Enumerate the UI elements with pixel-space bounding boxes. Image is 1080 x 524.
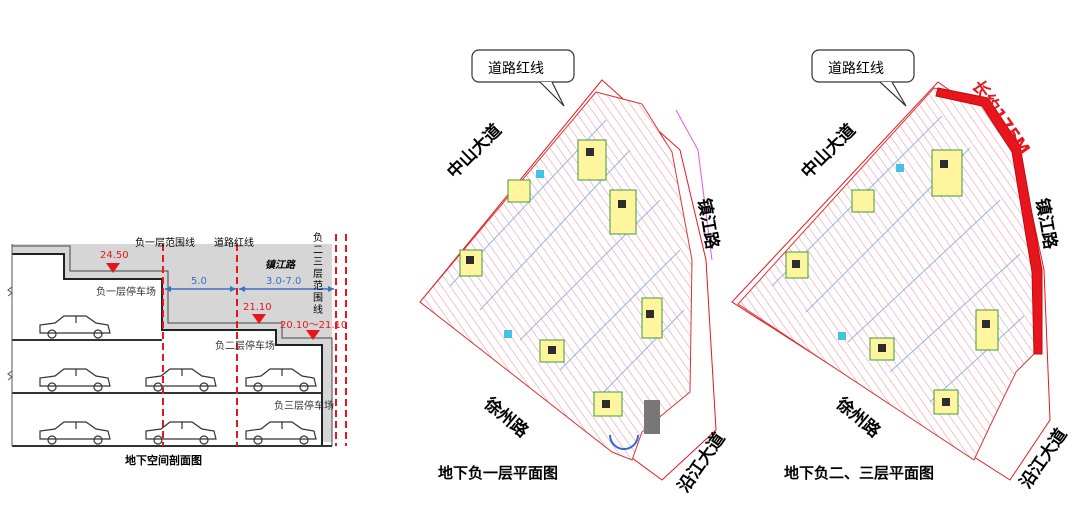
shaft-2-1 [792, 260, 800, 268]
shaft-2-4 [878, 344, 886, 352]
core-2 [507, 179, 531, 203]
aisle-2-5 [929, 315, 1025, 403]
callout-text-2: 道路红线 [828, 61, 884, 77]
ground-fill [12, 244, 332, 442]
shaft-1 [466, 256, 474, 264]
section-title: 地下空间剖面图 [125, 454, 202, 467]
break-mark-1 [7, 286, 13, 297]
shaft-5 [548, 346, 556, 354]
core-2-2 [851, 189, 875, 213]
section-diagram: 负一层范围线 道路红线 负二三层范围线 镇江路 5.0 3.0-7.0 24.5… [0, 0, 360, 524]
car-b2-1 [39, 368, 111, 392]
label-road-zhenjiang: 镇江路 [265, 260, 295, 271]
aisle-2-4 [889, 253, 1021, 373]
shaft-2-2 [940, 160, 948, 168]
car-b3-1 [39, 421, 111, 445]
cyan-room-2-2 [896, 164, 904, 172]
floor-b3-label: 负三层停车场 [274, 401, 334, 412]
elevation-1: 24.50 [100, 250, 129, 261]
shaft-3 [618, 200, 626, 208]
core-2-3 [931, 149, 963, 197]
aisle-4 [559, 249, 681, 371]
plan-b2-drawing [731, 49, 1051, 481]
elevation-2: 21.10 [243, 302, 272, 313]
car-b1-1 [39, 315, 111, 339]
east-road-line [675, 109, 713, 261]
cyan-room-1 [536, 170, 544, 178]
label-b1-boundary: 负一层范围线 [135, 238, 195, 249]
aisle-2-3 [847, 199, 1001, 343]
callout-tail-2 [879, 81, 907, 107]
cyan-room-2 [504, 330, 512, 338]
elevation-marker-3 [306, 330, 320, 340]
wall-175m [935, 87, 1043, 355]
car-b2-3 [245, 368, 317, 392]
plan-b1: 道路红线 中山大道 镇江路 徐州路 沿江大道 地下负一层平面图 [380, 40, 740, 510]
floor-b1-label: 负一层停车场 [96, 287, 156, 298]
section-drawing [7, 234, 347, 447]
shaft-2-5 [942, 398, 950, 406]
shaft-2-3 [982, 320, 990, 328]
shaft-4 [646, 310, 654, 318]
ramp [609, 434, 639, 450]
dim-3-7-head-left [239, 286, 245, 292]
break-mark-2 [7, 370, 13, 381]
dim-5-head-left [165, 286, 171, 292]
cyan-room-2-1 [838, 332, 846, 340]
callout-text: 道路红线 [488, 61, 544, 77]
aisle-3 [519, 199, 661, 341]
structure-outline [12, 253, 323, 446]
floor-b2-label: 负二层停车场 [215, 341, 275, 352]
structure-outline-outer [12, 245, 333, 446]
plan-b1-title: 地下负一层平面图 [438, 464, 559, 482]
elevation-3: 20.10～21.10 [280, 320, 348, 331]
ramp-entry [644, 400, 660, 434]
dim-5: 5.0 [191, 276, 207, 287]
callout-box [471, 49, 575, 83]
car-b2-2 [145, 368, 217, 392]
core-2-4 [975, 309, 999, 351]
aisle-5 [595, 309, 685, 401]
dim-3-7: 3.0-7.0 [266, 276, 302, 287]
road-red-line-2 [731, 81, 1051, 481]
callout-box-2 [811, 49, 915, 83]
elevation-marker-2 [252, 314, 266, 324]
label-red-line: 道路红线 [214, 238, 254, 249]
core-4 [609, 189, 637, 235]
site-footprint-2 [737, 87, 1037, 461]
plan-b2-title: 地下负二、三层平面图 [784, 464, 935, 482]
core-3 [577, 139, 607, 181]
plan-b2-b3: 道路红线 长约175M 中山大道 镇江路 徐州路 沿江大道 地下负二、三层平面图 [720, 40, 1080, 510]
car-b3-2 [145, 421, 217, 445]
plan-b1-drawing [419, 49, 717, 481]
car-b3-3 [245, 421, 317, 445]
dim-5-head-right [230, 286, 236, 292]
elevation-marker-1 [106, 263, 120, 273]
label-b23-boundary: 负二三层范围线 [313, 233, 323, 316]
shaft-2 [586, 148, 594, 156]
callout-tail [539, 81, 565, 107]
shaft-6 [602, 400, 610, 408]
dim-3-7-head-right [328, 286, 334, 292]
